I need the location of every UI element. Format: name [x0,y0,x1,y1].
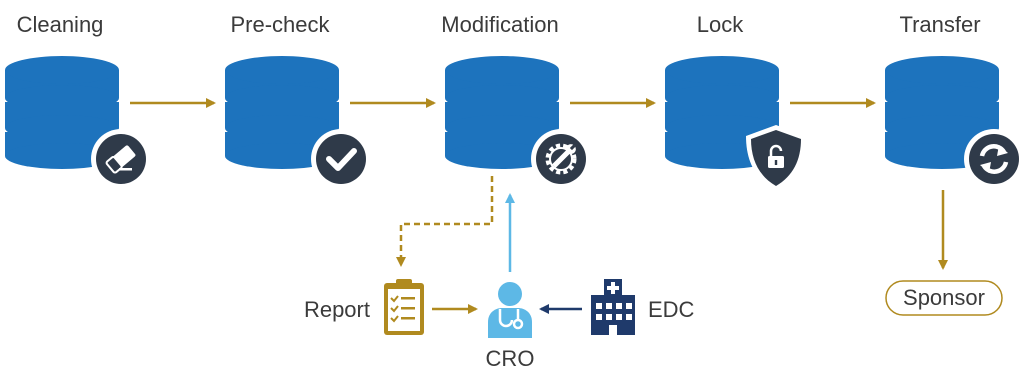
clipboard-icon [384,279,424,335]
hospital-icon [591,279,635,335]
stage-label-modification: Modification [441,12,558,37]
check-icon [311,129,371,189]
stage-cleaning [5,56,151,189]
stage-lock [665,56,806,191]
sponsor-label: Sponsor [903,285,985,310]
gear-wrench-icon [531,129,591,189]
report-label: Report [304,297,370,322]
stage-label-pre-check: Pre-check [230,12,330,37]
dashed-report-arrow [396,176,494,267]
stage-transfer [885,56,1024,189]
stage-label-lock: Lock [697,12,744,37]
stage-label-transfer: Transfer [899,12,980,37]
sponsor-pill [885,280,1003,316]
eraser-icon [91,129,151,189]
stage-pre-check [225,56,371,189]
doctor-icon [488,282,532,338]
stage-label-cleaning: Cleaning [17,12,104,37]
sync-icon [964,129,1024,189]
cro-label: CRO [486,346,535,371]
edc-label: EDC [648,297,695,322]
stage-modification [445,56,591,189]
shield-lock-icon [746,125,806,191]
